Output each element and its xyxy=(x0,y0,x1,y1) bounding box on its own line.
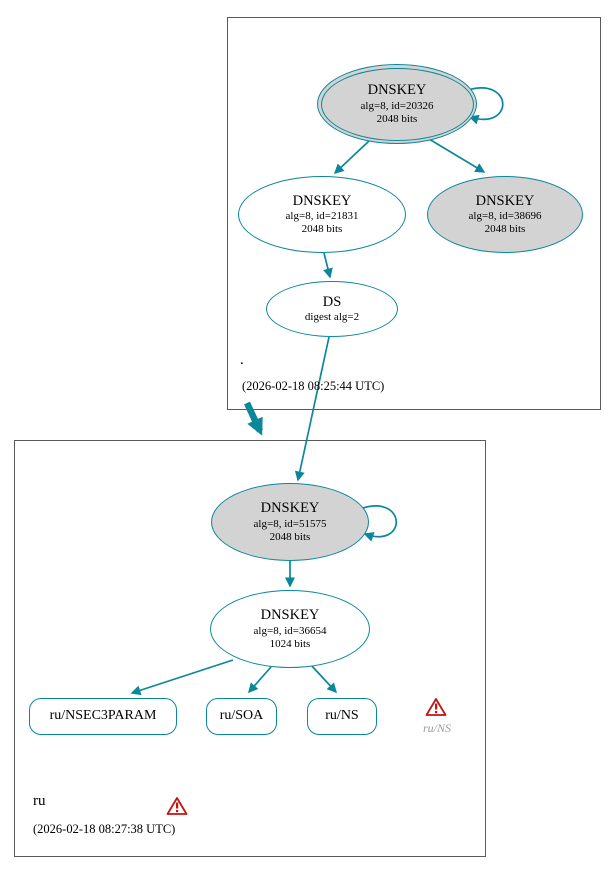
ru-ksk-title: DNSKEY xyxy=(260,500,320,517)
ru-zone-timestamp: (2026-02-18 08:27:38 UTC) xyxy=(33,822,176,836)
ru-ksk-bits: 2048 bits xyxy=(269,530,311,543)
edge-root-ksk-to-zsk xyxy=(333,140,370,175)
root-ksk-node[interactable]: DNSKEY alg=8, id=20326 2048 bits xyxy=(317,64,477,144)
edge-ru-ksk-selfloop xyxy=(362,505,397,542)
root-zone-label: . xyxy=(240,352,244,368)
ru-ksk-node[interactable]: DNSKEY alg=8, id=51575 2048 bits xyxy=(211,483,369,561)
root-zone-timestamp: (2026-02-18 08:25:44 UTC) xyxy=(242,379,385,393)
zone-warning-icon[interactable] xyxy=(166,796,188,816)
edge-zone-delegation-arrow xyxy=(244,401,263,436)
edge-root-ksk-selfloop xyxy=(467,87,504,125)
ru-zsk-meta: alg=8, id=36654 xyxy=(253,624,327,637)
ru-zone-box xyxy=(14,440,486,857)
ru-zsk-bits: 1024 bits xyxy=(269,637,311,650)
root-key3-node[interactable]: DNSKEY alg=8, id=38696 2048 bits xyxy=(427,176,583,253)
root-zone-box xyxy=(227,17,601,410)
ru-zsk-title: DNSKEY xyxy=(260,607,320,624)
ru-soa-label: ru/SOA xyxy=(219,708,264,724)
ru-zone-label: ru xyxy=(33,793,46,809)
root-key3-bits: 2048 bits xyxy=(484,223,526,236)
ru-ksk-meta: alg=8, id=51575 xyxy=(253,517,327,530)
ru-soa-node[interactable]: ru/SOA xyxy=(206,698,277,735)
edge-ru-zsk-to-ns xyxy=(310,664,338,694)
edge-root-ksk-to-key3 xyxy=(428,138,486,173)
ru-nsec3param-node[interactable]: ru/NSEC3PARAM xyxy=(29,698,177,735)
edge-ru-zsk-to-soa xyxy=(248,666,272,694)
ru-ns-label: ru/NS xyxy=(325,708,359,724)
ru-nsec3param-label: ru/NSEC3PARAM xyxy=(49,708,157,724)
warning-rrset-label: ru/NS xyxy=(422,721,451,735)
root-ksk-title: DNSKEY xyxy=(367,82,427,99)
root-zsk-bits: 2048 bits xyxy=(301,223,343,236)
root-ksk-meta: alg=8, id=20326 xyxy=(360,99,434,112)
root-ksk-bits: 2048 bits xyxy=(376,112,418,125)
warning-icon[interactable] xyxy=(425,697,447,717)
root-ds-node[interactable]: DS digest alg=2 xyxy=(266,281,398,337)
edge-root-zsk-to-ds xyxy=(323,252,333,279)
root-ds-title: DS xyxy=(322,293,342,310)
root-zsk-meta: alg=8, id=21831 xyxy=(285,210,359,223)
ru-zsk-node[interactable]: DNSKEY alg=8, id=36654 1024 bits xyxy=(210,590,370,668)
root-zsk-title: DNSKEY xyxy=(292,192,352,209)
edge-ds-to-ru-ksk xyxy=(294,336,330,482)
edge-ru-zsk-to-nsec3param xyxy=(130,659,234,696)
root-key3-meta: alg=8, id=38696 xyxy=(468,210,542,223)
root-zsk-node[interactable]: DNSKEY alg=8, id=21831 2048 bits xyxy=(238,176,406,253)
root-ds-meta: digest alg=2 xyxy=(304,311,360,324)
root-key3-title: DNSKEY xyxy=(475,192,535,209)
ru-ns-node[interactable]: ru/NS xyxy=(307,698,377,735)
